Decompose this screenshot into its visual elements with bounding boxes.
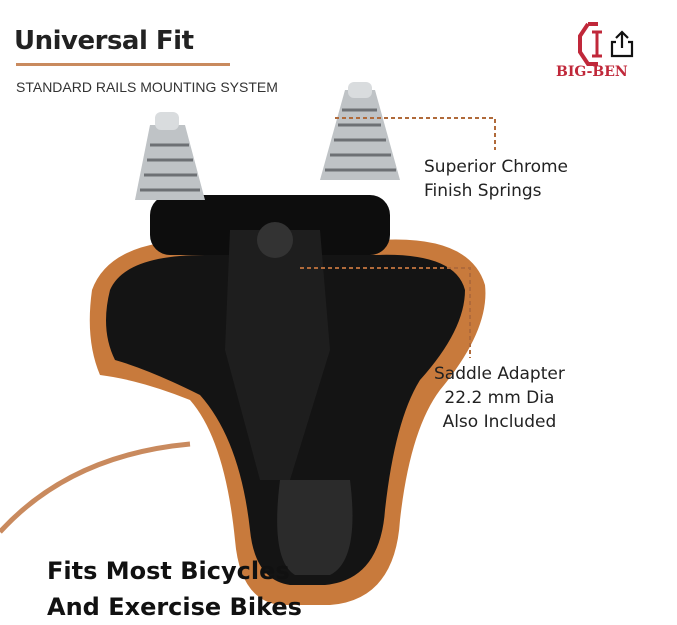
adapter-hole xyxy=(257,222,293,258)
adapter-clamp xyxy=(225,230,330,480)
page-title: Universal Fit xyxy=(14,26,194,56)
spring-right xyxy=(320,82,400,180)
fit-tagline: Fits Most Bicycles And Exercise Bikes xyxy=(47,553,302,625)
callout-springs: Superior Chrome Finish Springs xyxy=(424,155,568,203)
callout-line: Finish Springs xyxy=(424,181,542,201)
brand-logo-icon xyxy=(578,22,602,66)
brand-logo-text: BIG-BEN xyxy=(556,64,628,80)
share-icon xyxy=(610,30,634,58)
tagline-line: And Exercise Bikes xyxy=(47,593,302,621)
subtitle: STANDARD RAILS MOUNTING SYSTEM xyxy=(16,79,278,95)
callout-line: Superior Chrome xyxy=(424,157,569,177)
callout-line: Saddle Adapter xyxy=(434,364,565,384)
title-underline xyxy=(16,63,230,66)
callout-adapter: Saddle Adapter 22.2 mm Dia Also Included xyxy=(434,362,565,434)
share-button[interactable] xyxy=(606,28,638,60)
tagline-line: Fits Most Bicycles xyxy=(47,557,290,585)
decorative-arc xyxy=(0,441,191,534)
callout-line: 22.2 mm Dia xyxy=(444,388,555,408)
callout-line: Also Included xyxy=(442,412,557,432)
spring-left xyxy=(135,112,205,200)
callout-line-adapter xyxy=(300,267,471,358)
nose-cap xyxy=(277,480,353,575)
